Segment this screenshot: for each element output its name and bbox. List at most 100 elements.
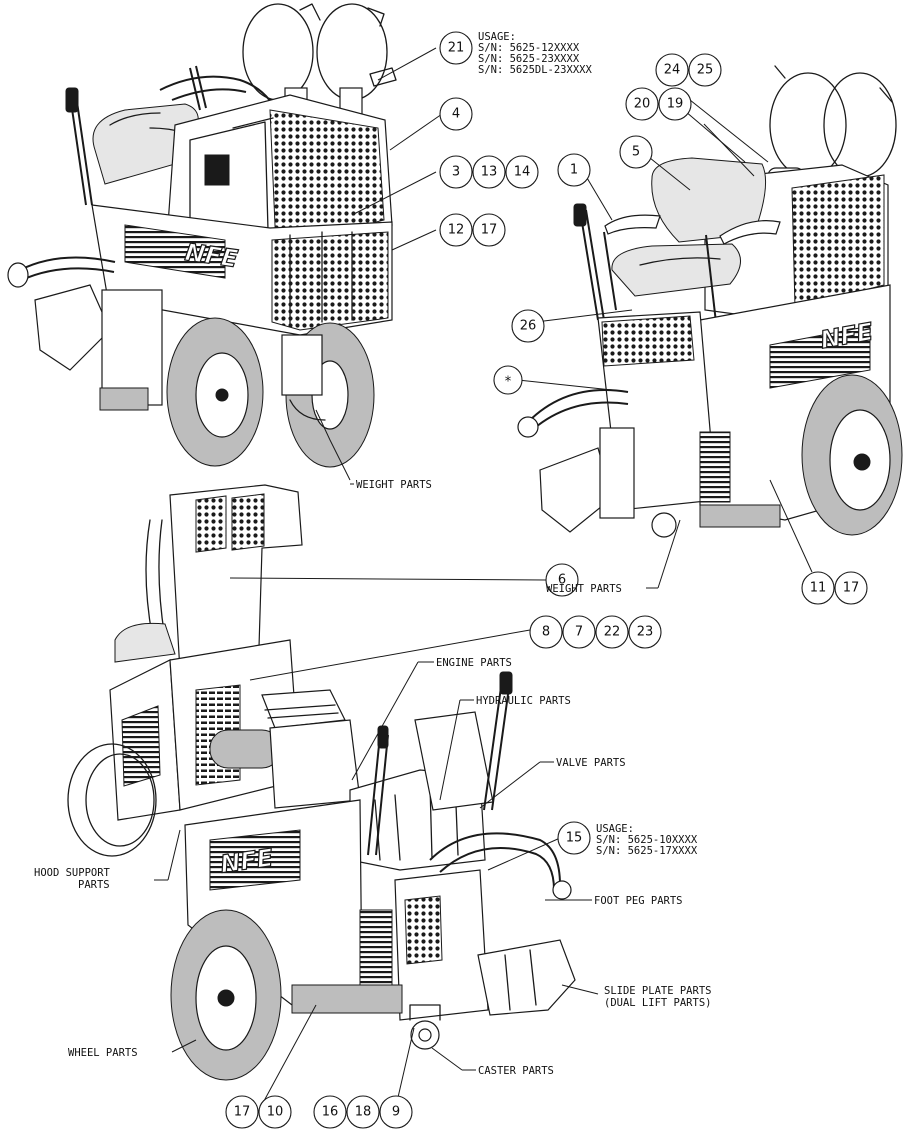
balloon-18[interactable]: 18 (346, 1095, 380, 1129)
balloon-23[interactable]: 23 (628, 615, 662, 649)
label-weight-parts-right[interactable]: WEIGHT PARTS (546, 583, 622, 595)
machine-view-top-left: NFE (7, 3, 397, 468)
balloon-4[interactable]: 4 (439, 97, 473, 131)
label-valve-parts[interactable]: VALVE PARTS (556, 757, 626, 769)
balloon-1[interactable]: 1 (557, 153, 591, 187)
svg-text:20: 20 (634, 97, 651, 112)
svg-text:23: 23 (637, 625, 654, 640)
balloon-8[interactable]: 8 (529, 615, 563, 649)
svg-text:USAGE:: USAGE: (596, 823, 634, 835)
weight-block-top (281, 334, 323, 396)
balloon-14[interactable]: 14 (505, 155, 539, 189)
balloon-10[interactable]: 10 (258, 1095, 292, 1129)
svg-text:25: 25 (697, 63, 714, 78)
svg-text:3: 3 (452, 165, 460, 180)
svg-text:19: 19 (667, 97, 684, 112)
operator-seat-right (651, 157, 767, 243)
svg-text:17: 17 (843, 581, 860, 596)
svg-text:4: 4 (452, 107, 460, 122)
label-foot-peg-parts[interactable]: FOOT PEG PARTS (594, 895, 683, 907)
svg-text:*: * (505, 375, 512, 390)
side-louvres (124, 224, 226, 279)
label-hood-support-line1[interactable]: HOOD SUPPORT (34, 867, 111, 879)
balloon-24[interactable]: 24 (655, 53, 689, 87)
svg-text:17: 17 (234, 1105, 251, 1120)
control-lever-left (69, 94, 93, 206)
svg-text:S/N: 5625-17XXXX: S/N: 5625-17XXXX (596, 845, 698, 857)
label-hood-support-line2[interactable]: PARTS (78, 879, 110, 891)
svg-text:21: 21 (448, 41, 465, 56)
svg-text:13: 13 (481, 165, 498, 180)
balloon-22[interactable]: 22 (595, 615, 629, 649)
svg-text:8: 8 (542, 625, 550, 640)
svg-text:22: 22 (604, 625, 621, 640)
slide-plate-top (34, 284, 111, 371)
usage-note-top: USAGE: S/N: 5625-12XXXX S/N: 5625-23XXXX… (478, 31, 592, 76)
svg-text:18: 18 (355, 1105, 372, 1120)
svg-text:6: 6 (558, 573, 566, 588)
svg-text:11: 11 (810, 581, 827, 596)
svg-text:S/N: 5625-12XXXX: S/N: 5625-12XXXX (478, 42, 580, 54)
balloon-15[interactable]: 15 (557, 821, 591, 855)
label-engine-parts[interactable]: ENGINE PARTS (436, 657, 512, 669)
label-slide-plate-line2[interactable]: (DUAL LIFT PARTS) (604, 997, 711, 1009)
label-caster-parts[interactable]: CASTER PARTS (478, 1065, 554, 1077)
armrest-right (719, 220, 781, 245)
balloon-17-bottom[interactable]: 17 (225, 1095, 259, 1129)
armrest-left (604, 214, 661, 235)
caster-right (651, 512, 677, 538)
label-wheel-parts[interactable]: WHEEL PARTS (68, 1047, 138, 1059)
foot-peg-bottom (429, 832, 561, 891)
svg-text:S/N: 5625-10XXXX: S/N: 5625-10XXXX (596, 834, 698, 846)
balloon-21[interactable]: 21 (439, 31, 473, 65)
usage-note-middle: USAGE: S/N: 5625-10XXXX S/N: 5625-17XXXX (596, 823, 698, 857)
label-slide-plate-line1[interactable]: SLIDE PLATE PARTS (604, 985, 711, 997)
svg-text:USAGE:: USAGE: (478, 31, 516, 43)
svg-text:9: 9 (392, 1105, 400, 1120)
balloon-16[interactable]: 16 (313, 1095, 347, 1129)
balloon-star[interactable]: * (493, 365, 523, 395)
balloon-9[interactable]: 9 (379, 1095, 413, 1129)
lower-perforated-panel (271, 231, 389, 331)
balloon-5[interactable]: 5 (619, 135, 653, 169)
tank-ring-right-2 (823, 72, 897, 178)
leader-lines (167, 47, 813, 1113)
balloon-7[interactable]: 7 (562, 615, 596, 649)
balloons: 21 4 3 13 14 12 17 24 25 20 19 1 5 26 * … (225, 31, 868, 1129)
svg-text:S/N: 5625DL-23XXXX: S/N: 5625DL-23XXXX (478, 64, 592, 76)
slide-plate-bottom (477, 939, 576, 1016)
foot-peg-top (19, 256, 116, 281)
svg-text:1: 1 (570, 163, 578, 178)
balloon-3[interactable]: 3 (439, 155, 473, 189)
svg-text:5: 5 (632, 145, 640, 160)
label-hydraulic-parts[interactable]: HYDRAULIC PARTS (476, 695, 571, 707)
svg-text:15: 15 (566, 831, 583, 846)
balloon-11[interactable]: 11 (801, 571, 835, 605)
tank-ring-bottom (67, 743, 157, 857)
svg-text:14: 14 (514, 165, 531, 180)
label-weight-parts-top[interactable]: WEIGHT PARTS (356, 479, 432, 491)
foot-peg-right (527, 389, 629, 433)
balloon-20[interactable]: 20 (625, 87, 659, 121)
svg-text:10: 10 (267, 1105, 284, 1120)
svg-text:16: 16 (322, 1105, 339, 1120)
engine-muffler (209, 729, 281, 769)
balloon-25[interactable]: 25 (688, 53, 722, 87)
svg-text:24: 24 (664, 63, 681, 78)
balloon-6[interactable]: 6 (545, 563, 579, 597)
balloon-17-top[interactable]: 17 (472, 213, 506, 247)
machine-view-bottom: NFE (67, 484, 576, 1081)
svg-text:17: 17 (481, 223, 498, 238)
svg-text:S/N: 5625-23XXXX: S/N: 5625-23XXXX (478, 53, 580, 65)
balloon-12[interactable]: 12 (439, 213, 473, 247)
balloon-13[interactable]: 13 (472, 155, 506, 189)
slide-plate-right (539, 447, 613, 533)
svg-text:7: 7 (575, 625, 583, 640)
svg-text:26: 26 (520, 319, 537, 334)
machine-view-right: NFE (517, 65, 903, 538)
balloon-19[interactable]: 19 (658, 87, 692, 121)
balloon-26[interactable]: 26 (511, 309, 545, 343)
balloon-17-right[interactable]: 17 (834, 571, 868, 605)
